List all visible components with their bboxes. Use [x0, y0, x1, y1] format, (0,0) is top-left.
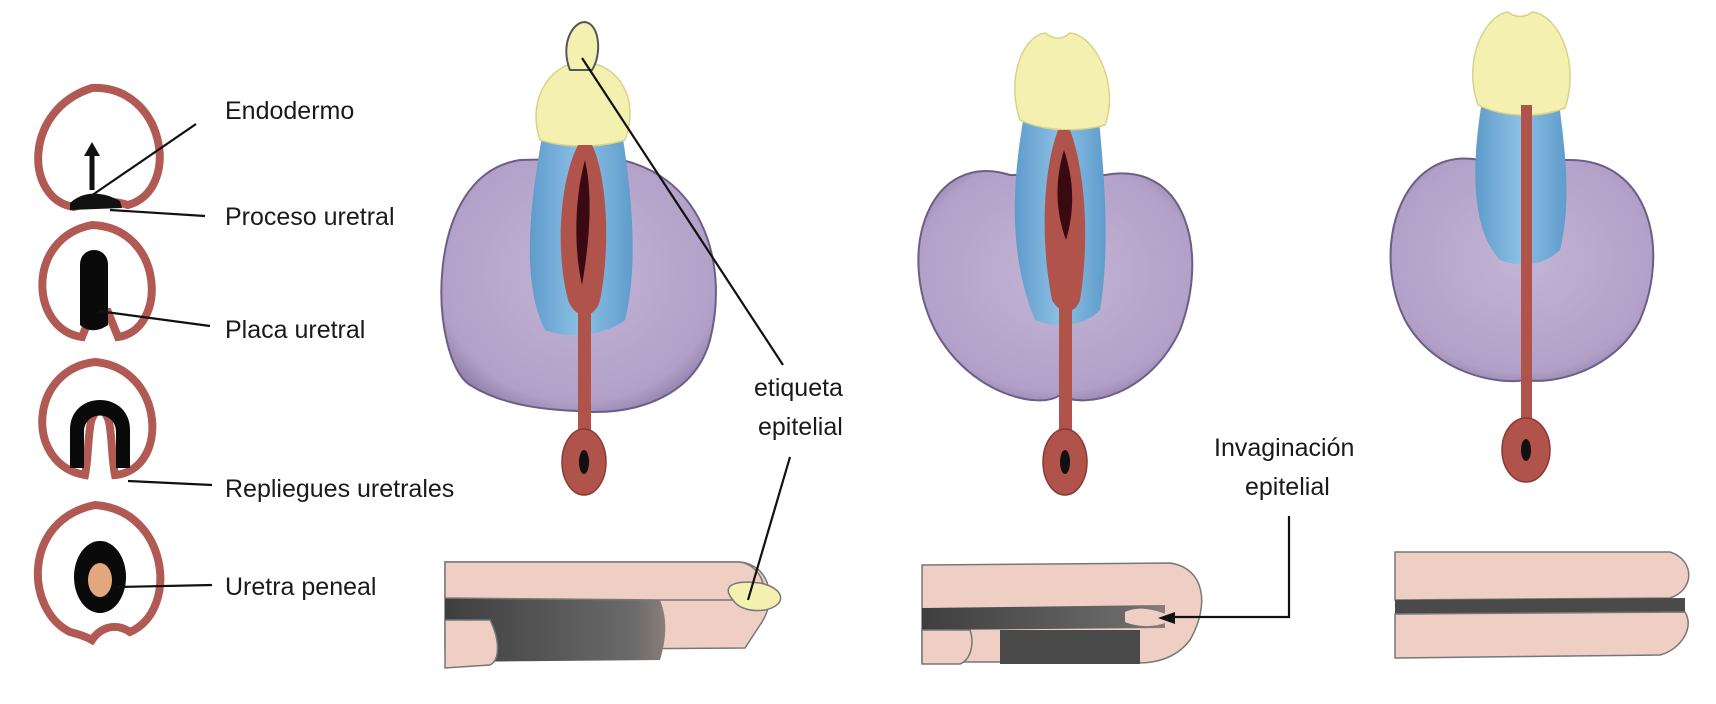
stage-2-diagram [917, 32, 1194, 496]
cross-section-repliegues [38, 357, 157, 480]
left-leader-lines [87, 123, 213, 589]
cross-sections [33, 83, 165, 646]
cross-section-endoderm [34, 83, 164, 212]
cross-section-placa-uretral [38, 220, 156, 342]
cross-section-uretra-peneal [33, 500, 165, 646]
label-endodermo: Endodermo [225, 97, 354, 125]
stage-1-diagram [440, 20, 717, 496]
label-repliegues-uretrales: Repliegues uretrales [225, 475, 454, 503]
label-uretra-peneal: Uretra peneal [225, 573, 376, 601]
label-etiqueta-line2: epitelial [758, 413, 843, 441]
label-placa-uretral: Placa uretral [225, 316, 365, 344]
stage-3-diagram [1389, 11, 1655, 483]
longitudinal-section-1 [444, 561, 782, 669]
label-invaginacion-line1: Invaginación [1214, 434, 1354, 462]
label-etiqueta-line1: etiqueta [754, 374, 843, 402]
longitudinal-section-2 [921, 562, 1203, 665]
label-proceso-uretral: Proceso uretral [225, 203, 395, 231]
label-invaginacion-line2: epitelial [1245, 473, 1330, 501]
longitudinal-section-3 [1394, 551, 1690, 659]
right-leader-lines [581, 57, 1291, 619]
